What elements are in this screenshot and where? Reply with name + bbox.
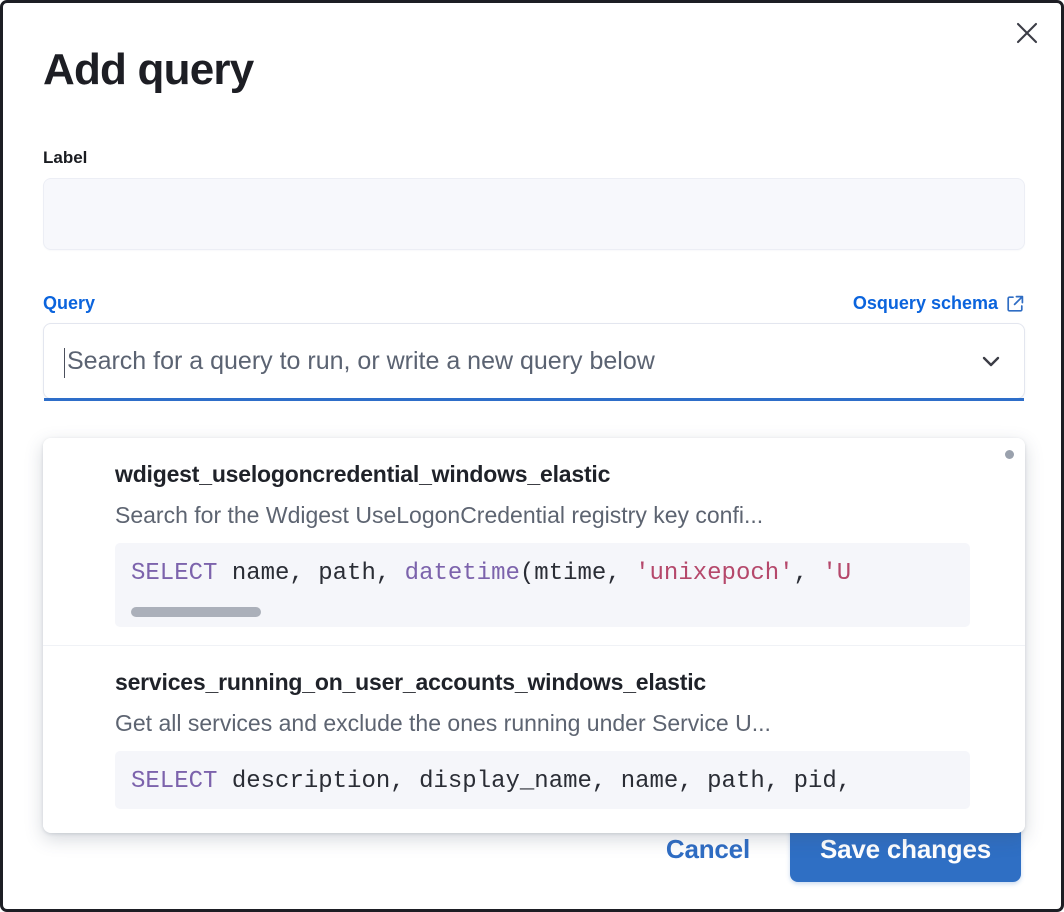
close-icon-glyph [1016, 22, 1038, 44]
code-token: , [591, 768, 621, 795]
code-token: , [289, 560, 319, 587]
label-field-label: Label [43, 148, 88, 167]
modal-body: Label Query Osquery schema Search for a … [3, 148, 1061, 401]
code-token: mtime [534, 560, 607, 587]
code-token [217, 768, 231, 795]
code-scrollbar[interactable] [131, 607, 954, 617]
osquery-schema-link-label: Osquery schema [852, 293, 998, 313]
osquery-schema-link[interactable]: Osquery schema [853, 292, 1025, 314]
code-token: path [707, 768, 765, 795]
chevron-down-icon[interactable] [976, 346, 1006, 376]
suggestion-code-block: SELECT name, path, datetime(mtime, 'unix… [115, 543, 970, 627]
code-token: description [231, 768, 391, 795]
query-suggestions-list: wdigest_uselogoncredential_windows_elast… [43, 438, 1025, 833]
code-token: path [318, 560, 376, 587]
modal-header: Add query [3, 3, 1061, 97]
suggestion-title: wdigest_uselogoncredential_windows_elast… [115, 461, 611, 487]
code-token: pid [793, 768, 837, 795]
code-token: ( [519, 560, 535, 587]
code-token: , [606, 560, 636, 587]
text-cursor [64, 348, 65, 378]
dropdown-scrollbar[interactable] [1005, 450, 1014, 459]
query-suggestions-dropdown: wdigest_uselogoncredential_windows_elast… [43, 438, 1025, 833]
code-token [217, 560, 231, 587]
close-icon[interactable] [1007, 13, 1047, 53]
code-token: SELECT [131, 768, 218, 795]
suggestion-title: services_running_on_user_accounts_window… [115, 669, 706, 695]
code-token: name [620, 768, 679, 795]
code-token: , [764, 768, 794, 795]
code-token: 'unixepoch' [635, 560, 794, 587]
code-token: display_name [419, 768, 592, 795]
code-scrollbar-thumb[interactable] [131, 607, 261, 617]
suggestion-code: SELECT description, display_name, name, … [131, 765, 954, 799]
list-item[interactable]: services_running_on_user_accounts_window… [43, 645, 1025, 827]
query-combobox-placeholder: Search for a query to run, or write a ne… [67, 347, 655, 375]
code-token: , [793, 560, 823, 587]
code-token: 'U [822, 560, 852, 587]
query-field-label: Query [43, 293, 96, 313]
suggestion-description: Get all services and exclude the ones ru… [115, 710, 771, 736]
suggestion-code-block: SELECT description, display_name, name, … [115, 751, 970, 809]
code-token: datetime [404, 560, 520, 587]
list-item[interactable]: wdigest_uselogoncredential_windows_elast… [43, 438, 1025, 645]
chevron-down-icon-glyph [982, 356, 1000, 367]
cancel-button[interactable]: Cancel [660, 826, 756, 873]
page-title: Add query [43, 45, 254, 94]
code-token: , [836, 768, 852, 795]
suggestion-description: Search for the Wdigest UseLogonCredentia… [115, 502, 764, 528]
code-token: , [390, 768, 420, 795]
label-input[interactable] [43, 178, 1025, 250]
suggestion-code: SELECT name, path, datetime(mtime, 'unix… [131, 557, 954, 591]
external-link-icon [1007, 295, 1024, 312]
code-token: , [678, 768, 708, 795]
query-combobox[interactable]: Search for a query to run, or write a ne… [43, 323, 1025, 401]
code-token: SELECT [131, 560, 218, 587]
query-field-header: Query Osquery schema [43, 292, 1025, 314]
code-token: , [375, 560, 405, 587]
code-token: name [231, 560, 290, 587]
